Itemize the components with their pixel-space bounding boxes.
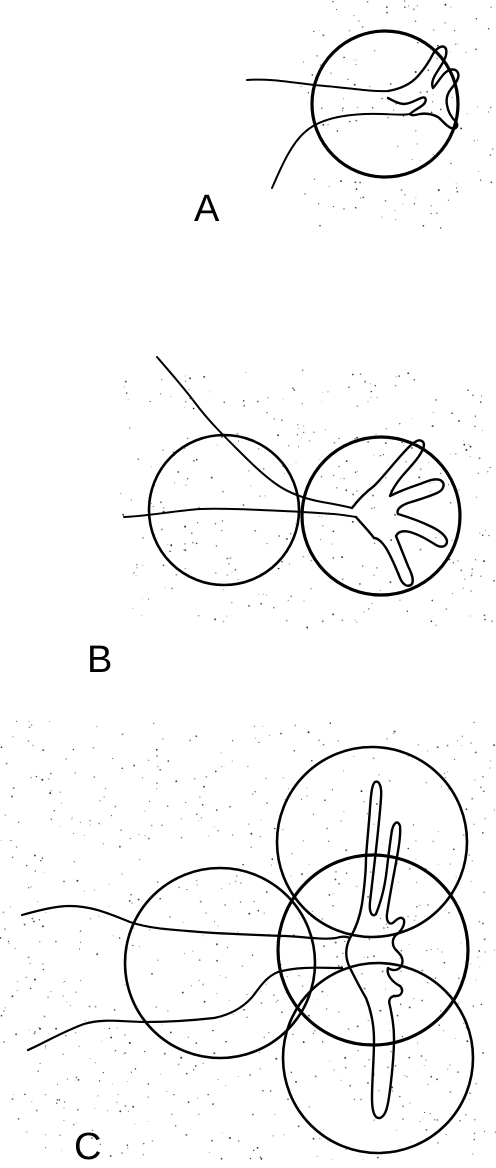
fiber-c2 [28,968,342,1050]
circle-c4 [125,868,315,1058]
branching-fiber-c [346,782,404,1118]
fiber-a1 [247,80,388,92]
panel-label-c: C [74,1128,101,1166]
circle-a1 [312,31,458,177]
panel-label-a: A [194,190,219,228]
branching-fiber-b [352,440,447,585]
panel-b-diagram [124,357,460,595]
fiber-b2 [124,509,356,517]
panel-a-diagram [247,31,458,188]
circle-c1 [277,747,467,937]
panel-c-diagram [22,747,473,1153]
circle-b2 [302,437,460,595]
branching-fiber-a [388,47,458,129]
panel-label-b: B [87,641,112,679]
